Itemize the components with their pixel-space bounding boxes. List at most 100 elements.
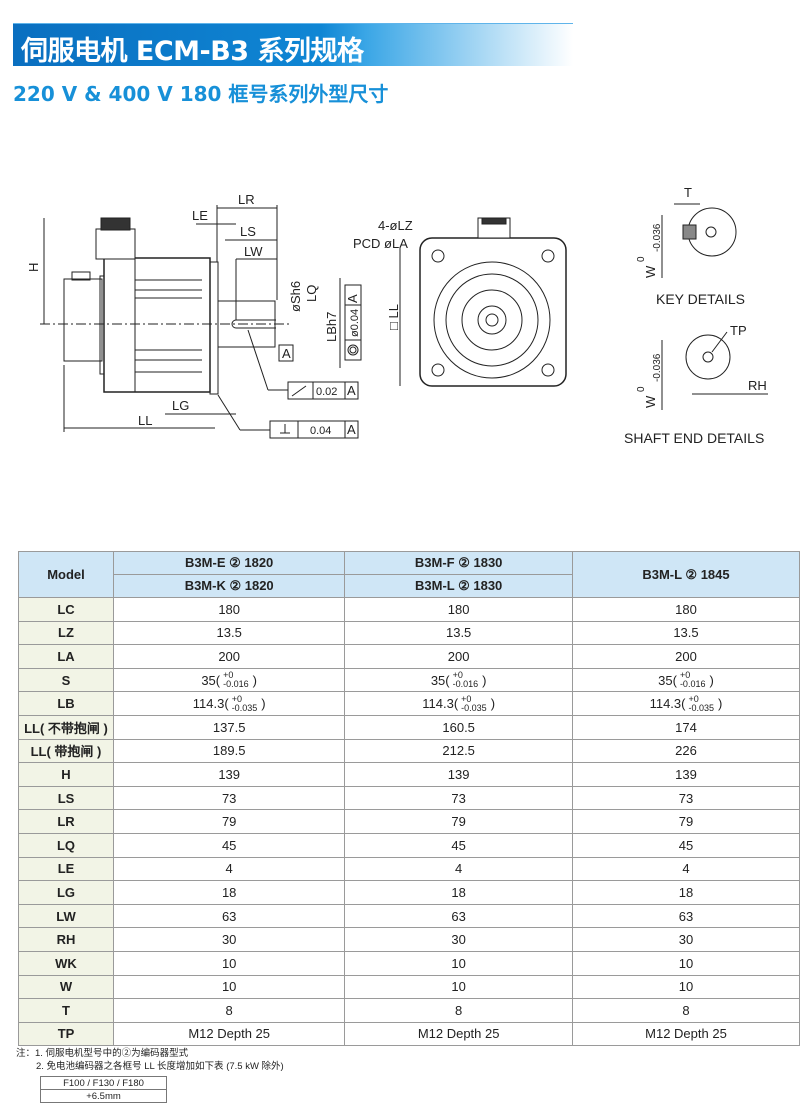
tol-upper: +0 xyxy=(452,670,463,681)
row-label: LZ xyxy=(18,620,114,646)
tol-base: 35( xyxy=(430,672,450,688)
model-header-cell: B3M-F ② 1830 xyxy=(344,551,573,575)
svg-text:RH: RH xyxy=(748,378,767,393)
svg-text:LL: LL xyxy=(138,413,152,428)
value-cell: 63 xyxy=(344,903,573,929)
notes: 注：1. 伺服电机型号中的②为编码器型式 2. 免电池编码器之各框号 LL 长度… xyxy=(16,1047,284,1073)
value-cell: 226 xyxy=(571,738,800,764)
value-cell: 10 xyxy=(344,950,573,976)
tol-lower: -0.016 xyxy=(223,679,249,690)
key-details: T W 0 -0.036 KEY DETAILS xyxy=(636,185,745,307)
tol-close: ) xyxy=(490,696,496,712)
row-label: S xyxy=(18,667,114,693)
value-cell: 73 xyxy=(344,785,573,811)
svg-text:-0.036: -0.036 xyxy=(652,223,663,252)
svg-text:H: H xyxy=(26,263,41,272)
value-cell: 13.5 xyxy=(344,620,573,646)
tol-base: 35( xyxy=(658,672,677,688)
value-cell: 8 xyxy=(344,998,573,1023)
value-cell: 10 xyxy=(571,950,800,976)
value-cell: 200 xyxy=(344,644,573,669)
value-cell: 35(+0-0.016) xyxy=(344,667,573,693)
svg-text:LE: LE xyxy=(192,208,208,223)
value-cell: 79 xyxy=(344,809,573,834)
value-cell: 79 xyxy=(571,809,800,834)
model-header: Model xyxy=(18,551,114,598)
side-dimensions: LR LE LS LW H øSh6 LQ LBh7 ø0.04 A A 0.0… xyxy=(26,192,362,439)
tol-base: 114.3( xyxy=(192,696,229,712)
value-cell: 73 xyxy=(112,785,346,811)
svg-text:TP: TP xyxy=(730,323,747,338)
value-cell: 137.5 xyxy=(112,714,346,740)
value-cell: 160.5 xyxy=(344,714,573,740)
value-cell: 212.5 xyxy=(344,738,573,764)
value-cell: 10 xyxy=(112,974,346,1000)
value-cell: 45 xyxy=(571,832,800,858)
row-label: LL( 不带抱闸 ) xyxy=(18,714,114,740)
value-cell: 45 xyxy=(344,832,573,858)
value-cell: 10 xyxy=(112,950,346,976)
svg-text:0: 0 xyxy=(636,386,647,392)
tol-base: 114.3( xyxy=(649,696,686,712)
tol-close: ) xyxy=(261,696,266,712)
row-label: LL( 带抱闸 ) xyxy=(18,738,114,764)
svg-text:LQ: LQ xyxy=(304,285,319,302)
row-label: LS xyxy=(18,785,114,811)
tol-lower: -0.035 xyxy=(231,702,258,713)
row-label: LB xyxy=(18,691,114,716)
svg-text:LS: LS xyxy=(240,224,256,239)
tol-lower: -0.016 xyxy=(452,679,479,690)
tol-lower: -0.035 xyxy=(688,702,715,713)
value-cell: 139 xyxy=(344,762,573,787)
value-cell: 180 xyxy=(344,597,573,622)
value-cell: 4 xyxy=(112,856,346,882)
value-cell: 73 xyxy=(571,785,800,811)
row-label: RH xyxy=(18,927,114,952)
row-label: WK xyxy=(18,950,114,976)
svg-text:4-øLZ: 4-øLZ xyxy=(378,218,413,233)
value-cell: 35(+0-0.016) xyxy=(112,667,346,693)
svg-text:øSh6: øSh6 xyxy=(288,281,303,312)
tol-base: 35( xyxy=(201,672,221,688)
value-cell: 114.3(+0-0.035) xyxy=(571,691,800,716)
row-label: LA xyxy=(18,644,114,669)
value-cell: 8 xyxy=(112,998,346,1023)
value-cell: 180 xyxy=(112,597,346,622)
row-label: TP xyxy=(18,1021,114,1047)
svg-text:PCD øLA: PCD øLA xyxy=(353,236,408,251)
value-cell: 180 xyxy=(571,597,800,622)
value-cell: 189.5 xyxy=(112,738,346,764)
svg-text:0: 0 xyxy=(636,256,647,262)
note-2: 2. 免电池编码器之各框号 LL 长度增加如下表 (7.5 kW 除外) xyxy=(36,1061,284,1072)
side-view xyxy=(40,217,290,395)
value-cell: 8 xyxy=(571,998,800,1023)
row-label: T xyxy=(18,998,114,1023)
value-cell: 18 xyxy=(112,880,346,905)
tol-close: ) xyxy=(482,672,487,688)
tol-lower: -0.035 xyxy=(461,702,487,713)
battery-free-header: F100 / F130 / F180 xyxy=(40,1076,167,1090)
svg-text:W: W xyxy=(643,265,658,278)
value-cell: 63 xyxy=(112,903,346,929)
tol-close: ) xyxy=(252,672,257,688)
row-label: LC xyxy=(18,597,114,622)
row-label: LR xyxy=(18,809,114,834)
value-cell: 79 xyxy=(112,809,346,834)
page-subtitle: 220 V & 400 V 180 框号系列外型尺寸 xyxy=(13,82,389,106)
value-cell: M12 Depth 25 xyxy=(344,1021,573,1047)
svg-text:A: A xyxy=(282,346,291,361)
value-cell: M12 Depth 25 xyxy=(571,1021,800,1047)
value-cell: 18 xyxy=(344,880,573,905)
row-label: H xyxy=(18,762,114,787)
svg-text:LBh7: LBh7 xyxy=(324,312,339,342)
svg-text:A: A xyxy=(347,383,356,398)
note-1: 注：1. 伺服电机型号中的②为编码器型式 xyxy=(16,1048,189,1059)
